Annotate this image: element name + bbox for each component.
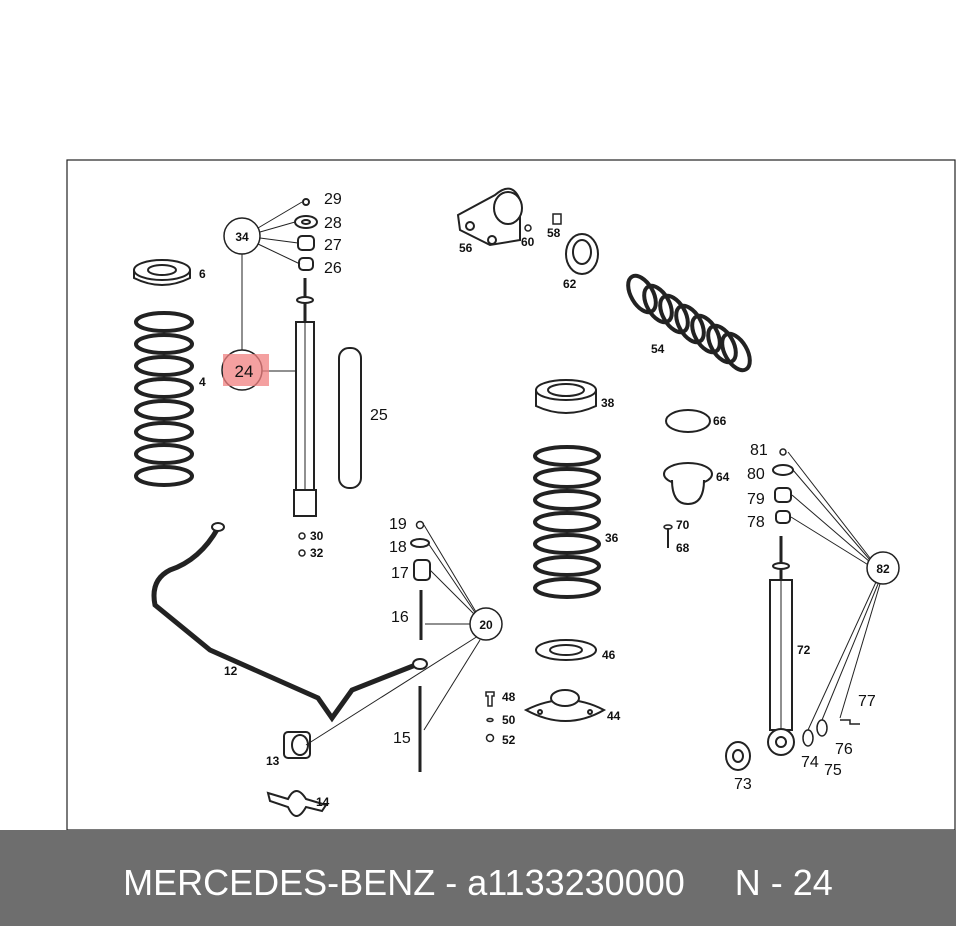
callout-16[interactable]: 16 [391, 609, 409, 626]
callout-82-label: 82 [876, 562, 890, 576]
bump-stop-25 [338, 347, 362, 489]
highlighted-callout-24[interactable]: 24 [221, 349, 269, 391]
stabilizer-bar-12 [151, 522, 428, 723]
callout-48[interactable]: 48 [502, 690, 516, 704]
callout-58[interactable]: 58 [547, 226, 561, 240]
callout-70[interactable]: 70 [676, 518, 690, 532]
callout-78[interactable]: 78 [747, 514, 765, 531]
callout-19[interactable]: 19 [389, 516, 407, 533]
callout-60[interactable]: 60 [521, 235, 535, 249]
callout-29[interactable]: 29 [324, 191, 342, 208]
diagram-ref: N - 24 [734, 862, 833, 903]
disc-66 [665, 409, 711, 433]
callout-74[interactable]: 74 [801, 754, 819, 771]
coil-spring-36 [533, 445, 601, 599]
callout-6[interactable]: 6 [199, 267, 206, 281]
mount-64 [663, 462, 713, 506]
callout-66[interactable]: 66 [713, 414, 727, 428]
callout-62[interactable]: 62 [563, 277, 577, 291]
callout-75[interactable]: 75 [824, 762, 842, 779]
highlight-box [223, 354, 269, 386]
coil-spring-4 [134, 311, 194, 487]
callout-50[interactable]: 50 [502, 713, 516, 727]
plate-44 [523, 689, 607, 722]
callout-labels: 29 28 27 26 6 4 25 30 32 56 60 58 62 54 … [199, 191, 876, 809]
callout-34-leaders [241, 201, 303, 372]
callout-circle-20[interactable]: 20 [469, 607, 503, 641]
callout-34-label: 34 [235, 230, 249, 244]
callout-18[interactable]: 18 [389, 539, 407, 556]
bushing-13 [283, 731, 311, 759]
callout-26[interactable]: 26 [324, 260, 342, 277]
seat-46 [535, 639, 597, 661]
callout-36[interactable]: 36 [605, 531, 619, 545]
callout-25[interactable]: 25 [370, 407, 388, 424]
callout-circle-82[interactable]: 82 [866, 551, 900, 585]
callout-15[interactable]: 15 [393, 730, 411, 747]
diagram-frame [66, 159, 956, 831]
callout-52[interactable]: 52 [502, 733, 516, 747]
callout-77[interactable]: 77 [858, 693, 876, 710]
callout-20-label: 20 [479, 618, 493, 632]
shock-absorber-24 [293, 278, 317, 517]
callout-4[interactable]: 4 [199, 375, 206, 389]
spring-seat-6 [133, 259, 191, 286]
callout-54[interactable]: 54 [651, 342, 665, 356]
callout-circle-34[interactable]: 34 [223, 217, 261, 255]
callout-79[interactable]: 79 [747, 491, 765, 508]
shock-absorber-72 [767, 536, 795, 756]
footer-bar: MERCEDES-BENZ - a1133230000 N - 24 [0, 830, 956, 926]
highlight-label: 24 [235, 362, 254, 381]
callout-81[interactable]: 81 [750, 442, 768, 459]
coil-spring-54 [626, 273, 752, 373]
callout-76[interactable]: 76 [835, 741, 853, 758]
seat-62 [565, 233, 599, 275]
callout-38[interactable]: 38 [601, 396, 615, 410]
footer-caption: MERCEDES-BENZ - a1133230000 N - 24 [123, 862, 833, 903]
callout-27[interactable]: 27 [324, 237, 342, 254]
callout-17[interactable]: 17 [391, 565, 409, 582]
clamp-14 [266, 790, 328, 817]
callout-32[interactable]: 32 [310, 546, 324, 560]
bushing-73 [725, 741, 751, 771]
callout-46[interactable]: 46 [602, 648, 616, 662]
spring-seat-38 [535, 379, 597, 414]
callout-80[interactable]: 80 [747, 466, 765, 483]
callout-72[interactable]: 72 [797, 643, 811, 657]
callout-73[interactable]: 73 [734, 776, 752, 793]
callout-56[interactable]: 56 [459, 241, 473, 255]
callout-82-leaders [787, 451, 881, 731]
part-number: a1133230000 [467, 862, 685, 903]
callout-44[interactable]: 44 [607, 709, 621, 723]
callout-28[interactable]: 28 [324, 215, 342, 232]
callout-68[interactable]: 68 [676, 541, 690, 555]
bracket-56 [456, 187, 523, 247]
callout-12[interactable]: 12 [224, 664, 238, 678]
callout-14[interactable]: 14 [316, 795, 330, 809]
callout-64[interactable]: 64 [716, 470, 730, 484]
brand-name: MERCEDES-BENZ [123, 862, 436, 903]
callout-30[interactable]: 30 [310, 529, 324, 543]
callout-13[interactable]: 13 [266, 754, 280, 768]
callout-20-leaders [305, 524, 481, 746]
